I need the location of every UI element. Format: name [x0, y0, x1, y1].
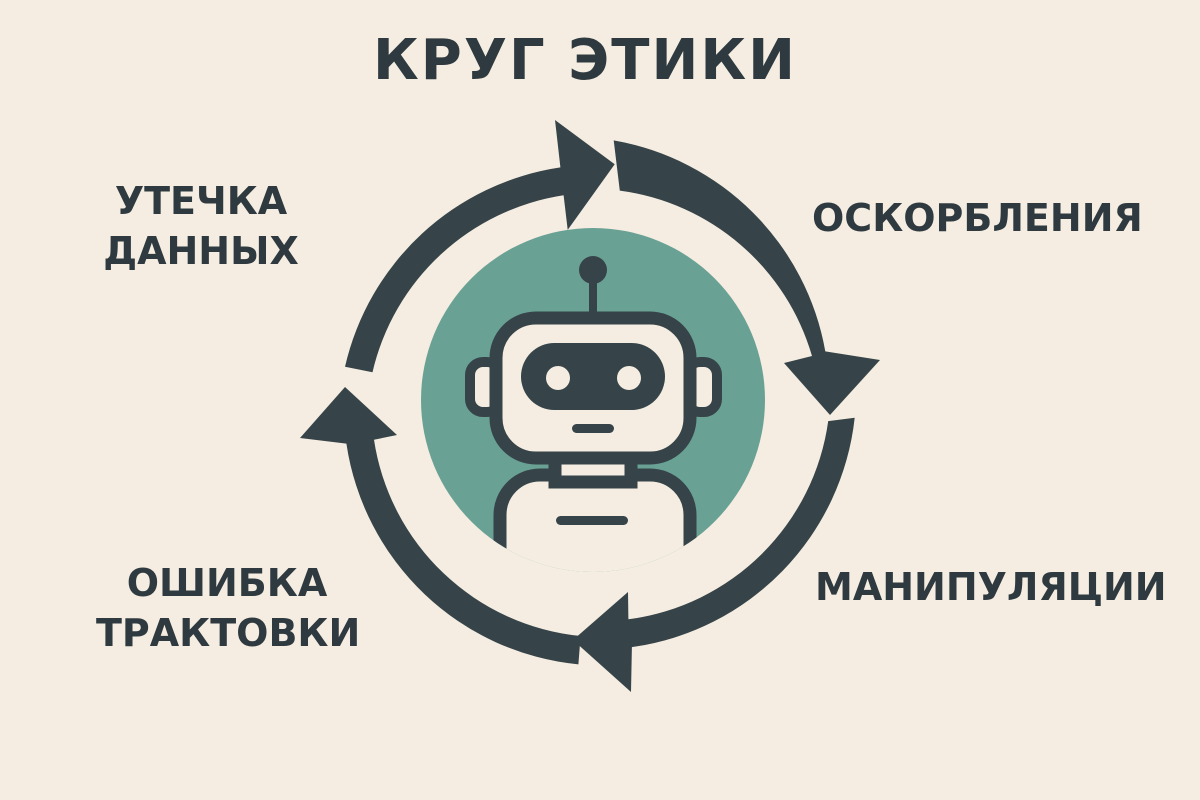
arrow-bottom-right: [573, 417, 855, 692]
label-manipulations: МАНИПУЛЯЦИИ: [815, 565, 1167, 609]
label-misinterpretation-line-1: ОШИБКА: [126, 561, 328, 605]
label-data-leak-line-1: УТЕЧКА: [114, 179, 288, 223]
robot-body: [493, 468, 697, 572]
arrow-bottom-left: [300, 387, 581, 665]
arrow-top-right: [613, 140, 880, 415]
robot-eye-left: [546, 366, 570, 390]
robot-eye-right: [617, 366, 641, 390]
label-insults: ОСКОРБЛЕНИЯ: [812, 196, 1143, 240]
robot-antenna-ball: [579, 256, 607, 284]
robot-icon: [465, 256, 722, 572]
label-data-leak: УТЕЧКА ДАННЫХ: [96, 176, 306, 276]
diagram-title: КРУГ ЭТИКИ: [373, 28, 797, 93]
label-data-leak-line-2: ДАННЫХ: [103, 229, 299, 273]
label-misinterpretation-line-2: ТРАКТОВКИ: [96, 611, 361, 655]
robot-mouth: [572, 424, 614, 433]
arrow-top-left: [345, 120, 615, 373]
cycle-arrows: [300, 120, 880, 692]
robot-visor: [521, 343, 665, 410]
label-misinterpretation: ОШИБКА ТРАКТОВКИ: [96, 558, 361, 658]
